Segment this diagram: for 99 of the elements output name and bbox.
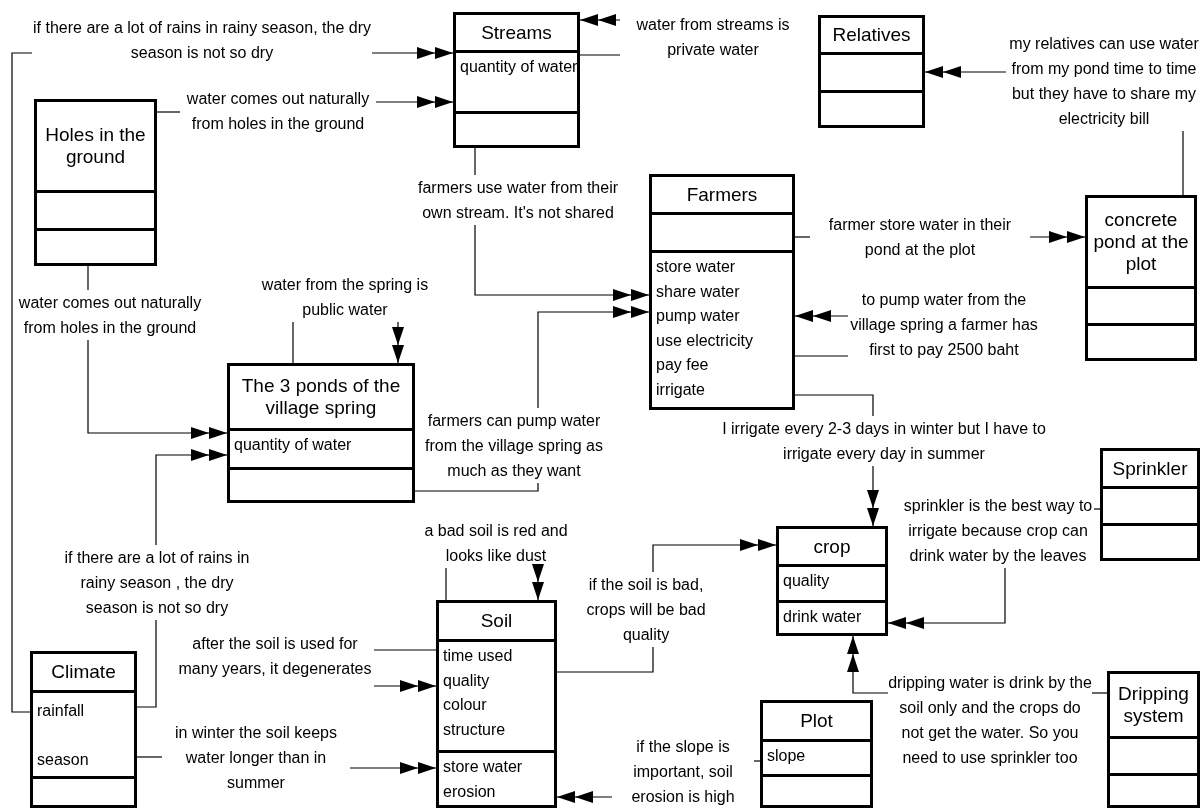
class-name: Dripping system <box>1117 683 1190 727</box>
attribute-text: time used <box>443 646 514 666</box>
note-text: farmers can pump water from the village spring as much as they want <box>414 408 614 483</box>
note-text: I irrigate every 2-3 days in winter but I have to irrigate every day in summer <box>714 416 1054 466</box>
connector-line <box>1091 692 1108 694</box>
class-name: Streams <box>481 21 552 44</box>
connector-line <box>887 567 1006 629</box>
class-box <box>30 651 137 808</box>
attribute-text: colour <box>443 695 488 715</box>
connector-line <box>794 236 811 238</box>
connector-line <box>11 52 33 713</box>
attribute-text: quality <box>783 571 831 591</box>
operation-text: irrigate <box>656 379 706 400</box>
note-text: after the soil is used for many years, it degenerates <box>176 631 374 681</box>
connector-line <box>445 567 447 601</box>
connector-line <box>474 224 650 301</box>
connector-line <box>474 147 476 176</box>
class-name: Plot <box>800 710 833 732</box>
connector-line <box>349 762 437 774</box>
class-box <box>1085 195 1197 361</box>
attribute-text: quality <box>443 670 491 691</box>
note-text: if there are a lot of rains in rainy season, the dry season is not so dry <box>32 15 372 65</box>
connector-line <box>1029 231 1086 243</box>
connector-line <box>794 310 849 322</box>
class-box <box>649 174 795 410</box>
note-text: if the soil is bad, crops will be bad quality <box>568 572 724 647</box>
class-name: The 3 ponds of the village spring <box>240 375 402 419</box>
class-box <box>818 15 925 128</box>
attribute-text: slope <box>767 746 807 766</box>
note-text: to pump water from the village spring a farmer has first to pay 2500 baht <box>848 287 1040 362</box>
connector-line <box>292 321 294 364</box>
class-box <box>436 600 557 808</box>
note-text: in winter the soil keeps water longer than in summer <box>162 720 350 795</box>
note-text: water from the spring is public water <box>243 272 447 322</box>
connector-line <box>1182 130 1184 196</box>
class-box <box>760 700 873 808</box>
class-name: Holes in the ground <box>44 124 147 168</box>
class-name: Sprinkler <box>1112 457 1188 480</box>
note-text: water comes out naturally from holes in the ground <box>14 290 206 340</box>
operation-text: erosion <box>443 781 497 802</box>
connector-line <box>1093 508 1101 510</box>
note-text: water comes out naturally from holes in the ground <box>180 86 376 136</box>
connector-line <box>579 54 621 56</box>
note-text: water from streams is private water <box>620 12 806 62</box>
connector-line <box>414 482 539 492</box>
connector-line <box>87 265 89 291</box>
connector-line <box>652 539 777 573</box>
operation-text: drink water <box>783 607 863 627</box>
connector-line <box>136 756 163 758</box>
note-text: if the slope is important, soil erosion is high <box>612 734 754 809</box>
operation-text: share water <box>656 281 741 302</box>
connector-line <box>156 111 181 113</box>
class-box <box>1100 448 1200 561</box>
connector-line <box>753 760 761 762</box>
connector-line <box>556 791 613 803</box>
operation-text: use electricity <box>656 330 754 351</box>
connector-line <box>924 66 1007 78</box>
class-box <box>227 363 415 503</box>
operation-text: pump water <box>656 306 741 326</box>
connector-line <box>373 649 437 651</box>
connector-line <box>556 646 654 673</box>
connector-line <box>375 96 454 108</box>
class-name: Soil <box>480 610 513 632</box>
note-text: my relatives can use water from my pond time to time but they have to share my electricity bill <box>1006 31 1202 131</box>
attribute-text: season <box>37 749 90 770</box>
class-name: crop <box>813 535 851 558</box>
connector-line <box>579 14 621 26</box>
connector-line <box>392 321 404 364</box>
class-name: Relatives <box>832 24 911 46</box>
operation-text: store water <box>443 757 524 777</box>
connector-line <box>794 355 849 357</box>
connector-line <box>371 47 454 59</box>
note-text: sprinkler is the best way to irrigate because crop can drink water by the leaves <box>902 493 1094 568</box>
class-box <box>453 12 580 148</box>
note-text: a bad soil is red and looks like dust <box>412 518 580 568</box>
class-name: Farmers <box>686 183 758 206</box>
attribute-text: rainfall <box>37 701 86 721</box>
connector-line <box>847 635 889 694</box>
connector-line <box>532 564 544 601</box>
class-box <box>1107 671 1200 808</box>
operation-text: pay fee <box>656 355 710 375</box>
attribute-text: quantity of water <box>234 435 353 455</box>
class-box <box>776 526 888 636</box>
note-text: farmer store water in their pond at the plot <box>810 212 1030 262</box>
class-box <box>34 99 157 266</box>
note-text: dripping water is drink by the soil only and the crops do not get the water. So you need to use sprinkler too <box>888 670 1092 770</box>
class-name: concrete pond at the plot <box>1092 209 1190 275</box>
connector-line <box>794 394 874 417</box>
note-text: if there are a lot of rains in rainy season , the dry season is not so dry <box>54 545 260 620</box>
connector-line <box>87 339 228 439</box>
class-name: Climate <box>51 661 116 683</box>
connector-line <box>867 465 879 527</box>
connector-line <box>537 306 650 409</box>
connector-line <box>373 680 437 692</box>
connector-line <box>155 449 228 546</box>
note-text: farmers use water from their own stream. It's not shared <box>412 175 624 225</box>
operation-text: store water <box>656 257 737 277</box>
attribute-text: structure <box>443 719 507 740</box>
connector-line <box>136 619 157 708</box>
